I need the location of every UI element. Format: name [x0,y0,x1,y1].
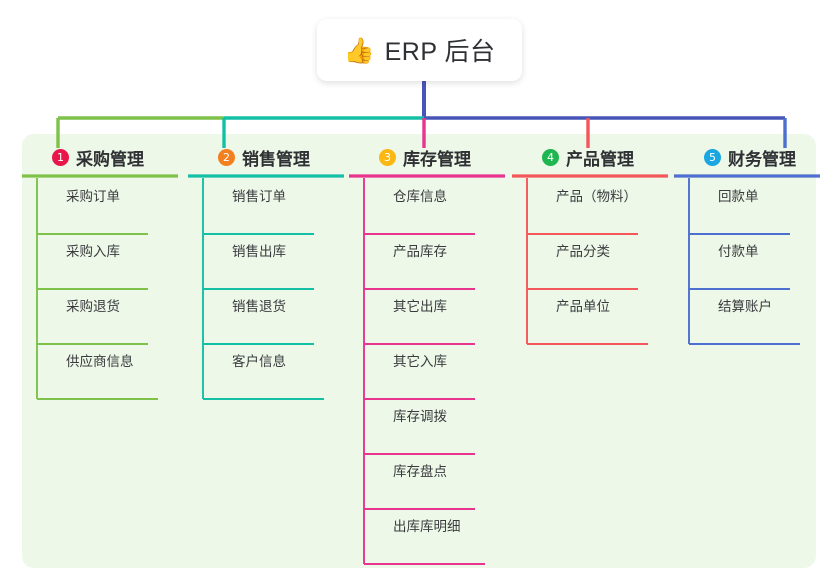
child-node-label: 库存盘点 [393,464,447,479]
child-node-label: 其它出库 [393,299,447,314]
branch-children: 产品（物料） 产品分类产品单位 [526,177,676,342]
child-node[interactable]: 客户信息 [202,342,352,397]
child-node-label: 销售订单 [232,189,286,204]
child-node[interactable]: 其它入库 [363,342,513,397]
branch-column-销售管理: 2 销售管理销售订单销售出库销售退货客户信息 [202,146,352,397]
branch-children: 采购订单采购入库采购退货供应商信息 [36,177,186,397]
branch-column-采购管理: 1 采购管理采购订单采购入库采购退货供应商信息 [36,146,186,397]
branch-title: 产品管理 [566,149,634,169]
child-node[interactable]: 采购订单 [36,177,186,232]
branch-index-badge: 5 [704,148,721,166]
branch-column-库存管理: 3 库存管理仓库信息产品库存其它出库其它入库库存调拨库存盘点出库库明细 [363,146,513,562]
child-node-label: 产品库存 [393,244,447,259]
child-node-label: 销售退货 [232,299,286,314]
branch-children: 回款单付款单结算账户 [688,177,828,342]
child-node[interactable]: 采购退货 [36,287,186,342]
child-node[interactable]: 回款单 [688,177,828,232]
branch-children: 仓库信息产品库存其它出库其它入库库存调拨库存盘点出库库明细 [363,177,513,562]
branch-index-badge: 1 [52,148,69,166]
child-node-label: 回款单 [718,189,759,204]
branch-title: 财务管理 [728,149,796,169]
child-node-label: 付款单 [718,244,759,259]
child-node[interactable]: 产品（物料） [526,177,676,232]
child-node-label: 仓库信息 [393,189,447,204]
branches-panel [22,134,816,568]
child-node-label: 其它入库 [393,354,447,369]
branch-column-产品管理: 4 产品管理产品（物料） 产品分类产品单位 [526,146,676,342]
child-node[interactable]: 付款单 [688,232,828,287]
child-node-label: 销售出库 [232,244,286,259]
root-node[interactable]: 👍 ERP 后台 [317,19,522,81]
branch-index-badge: 3 [379,148,396,166]
child-node-label: 结算账户 [718,299,772,314]
child-node[interactable]: 库存盘点 [363,452,513,507]
root-node-label: ERP 后台 [384,38,496,66]
branch-header-采购管理[interactable]: 1 采购管理 [36,146,186,169]
child-node[interactable]: 库存调拨 [363,397,513,452]
child-node[interactable]: 产品库存 [363,232,513,287]
branch-title: 库存管理 [403,149,471,169]
child-node[interactable]: 销售出库 [202,232,352,287]
child-node-label: 采购入库 [66,244,120,259]
child-node[interactable]: 销售退货 [202,287,352,342]
branch-header-库存管理[interactable]: 3 库存管理 [363,146,513,169]
child-node[interactable]: 供应商信息 [36,342,186,397]
branch-column-财务管理: 5 财务管理回款单付款单结算账户 [688,146,828,342]
child-node[interactable]: 出库库明细 [363,507,513,562]
branch-header-销售管理[interactable]: 2 销售管理 [202,146,352,169]
child-node[interactable]: 其它出库 [363,287,513,342]
branch-index-badge: 4 [542,148,559,166]
child-node-label: 库存调拨 [393,409,447,424]
branch-title: 销售管理 [242,149,310,169]
child-node[interactable]: 结算账户 [688,287,828,342]
child-node-label: 供应商信息 [66,354,134,369]
branch-header-财务管理[interactable]: 5 财务管理 [688,146,828,169]
child-node-label: 产品（物料） [556,189,637,204]
branch-index-badge: 2 [218,148,235,166]
child-node[interactable]: 产品分类 [526,232,676,287]
child-node-label: 采购退货 [66,299,120,314]
thumbs-up-icon: 👍 [343,35,375,65]
child-node-label: 采购订单 [66,189,120,204]
child-node[interactable]: 销售订单 [202,177,352,232]
branch-title: 采购管理 [76,149,144,169]
child-node[interactable]: 产品单位 [526,287,676,342]
child-node-label: 客户信息 [232,354,286,369]
branch-header-产品管理[interactable]: 4 产品管理 [526,146,676,169]
child-node-label: 产品单位 [556,299,610,314]
child-node-label: 产品分类 [556,244,610,259]
branch-children: 销售订单销售出库销售退货客户信息 [202,177,352,397]
child-node[interactable]: 仓库信息 [363,177,513,232]
child-node[interactable]: 采购入库 [36,232,186,287]
child-node-label: 出库库明细 [393,519,461,534]
